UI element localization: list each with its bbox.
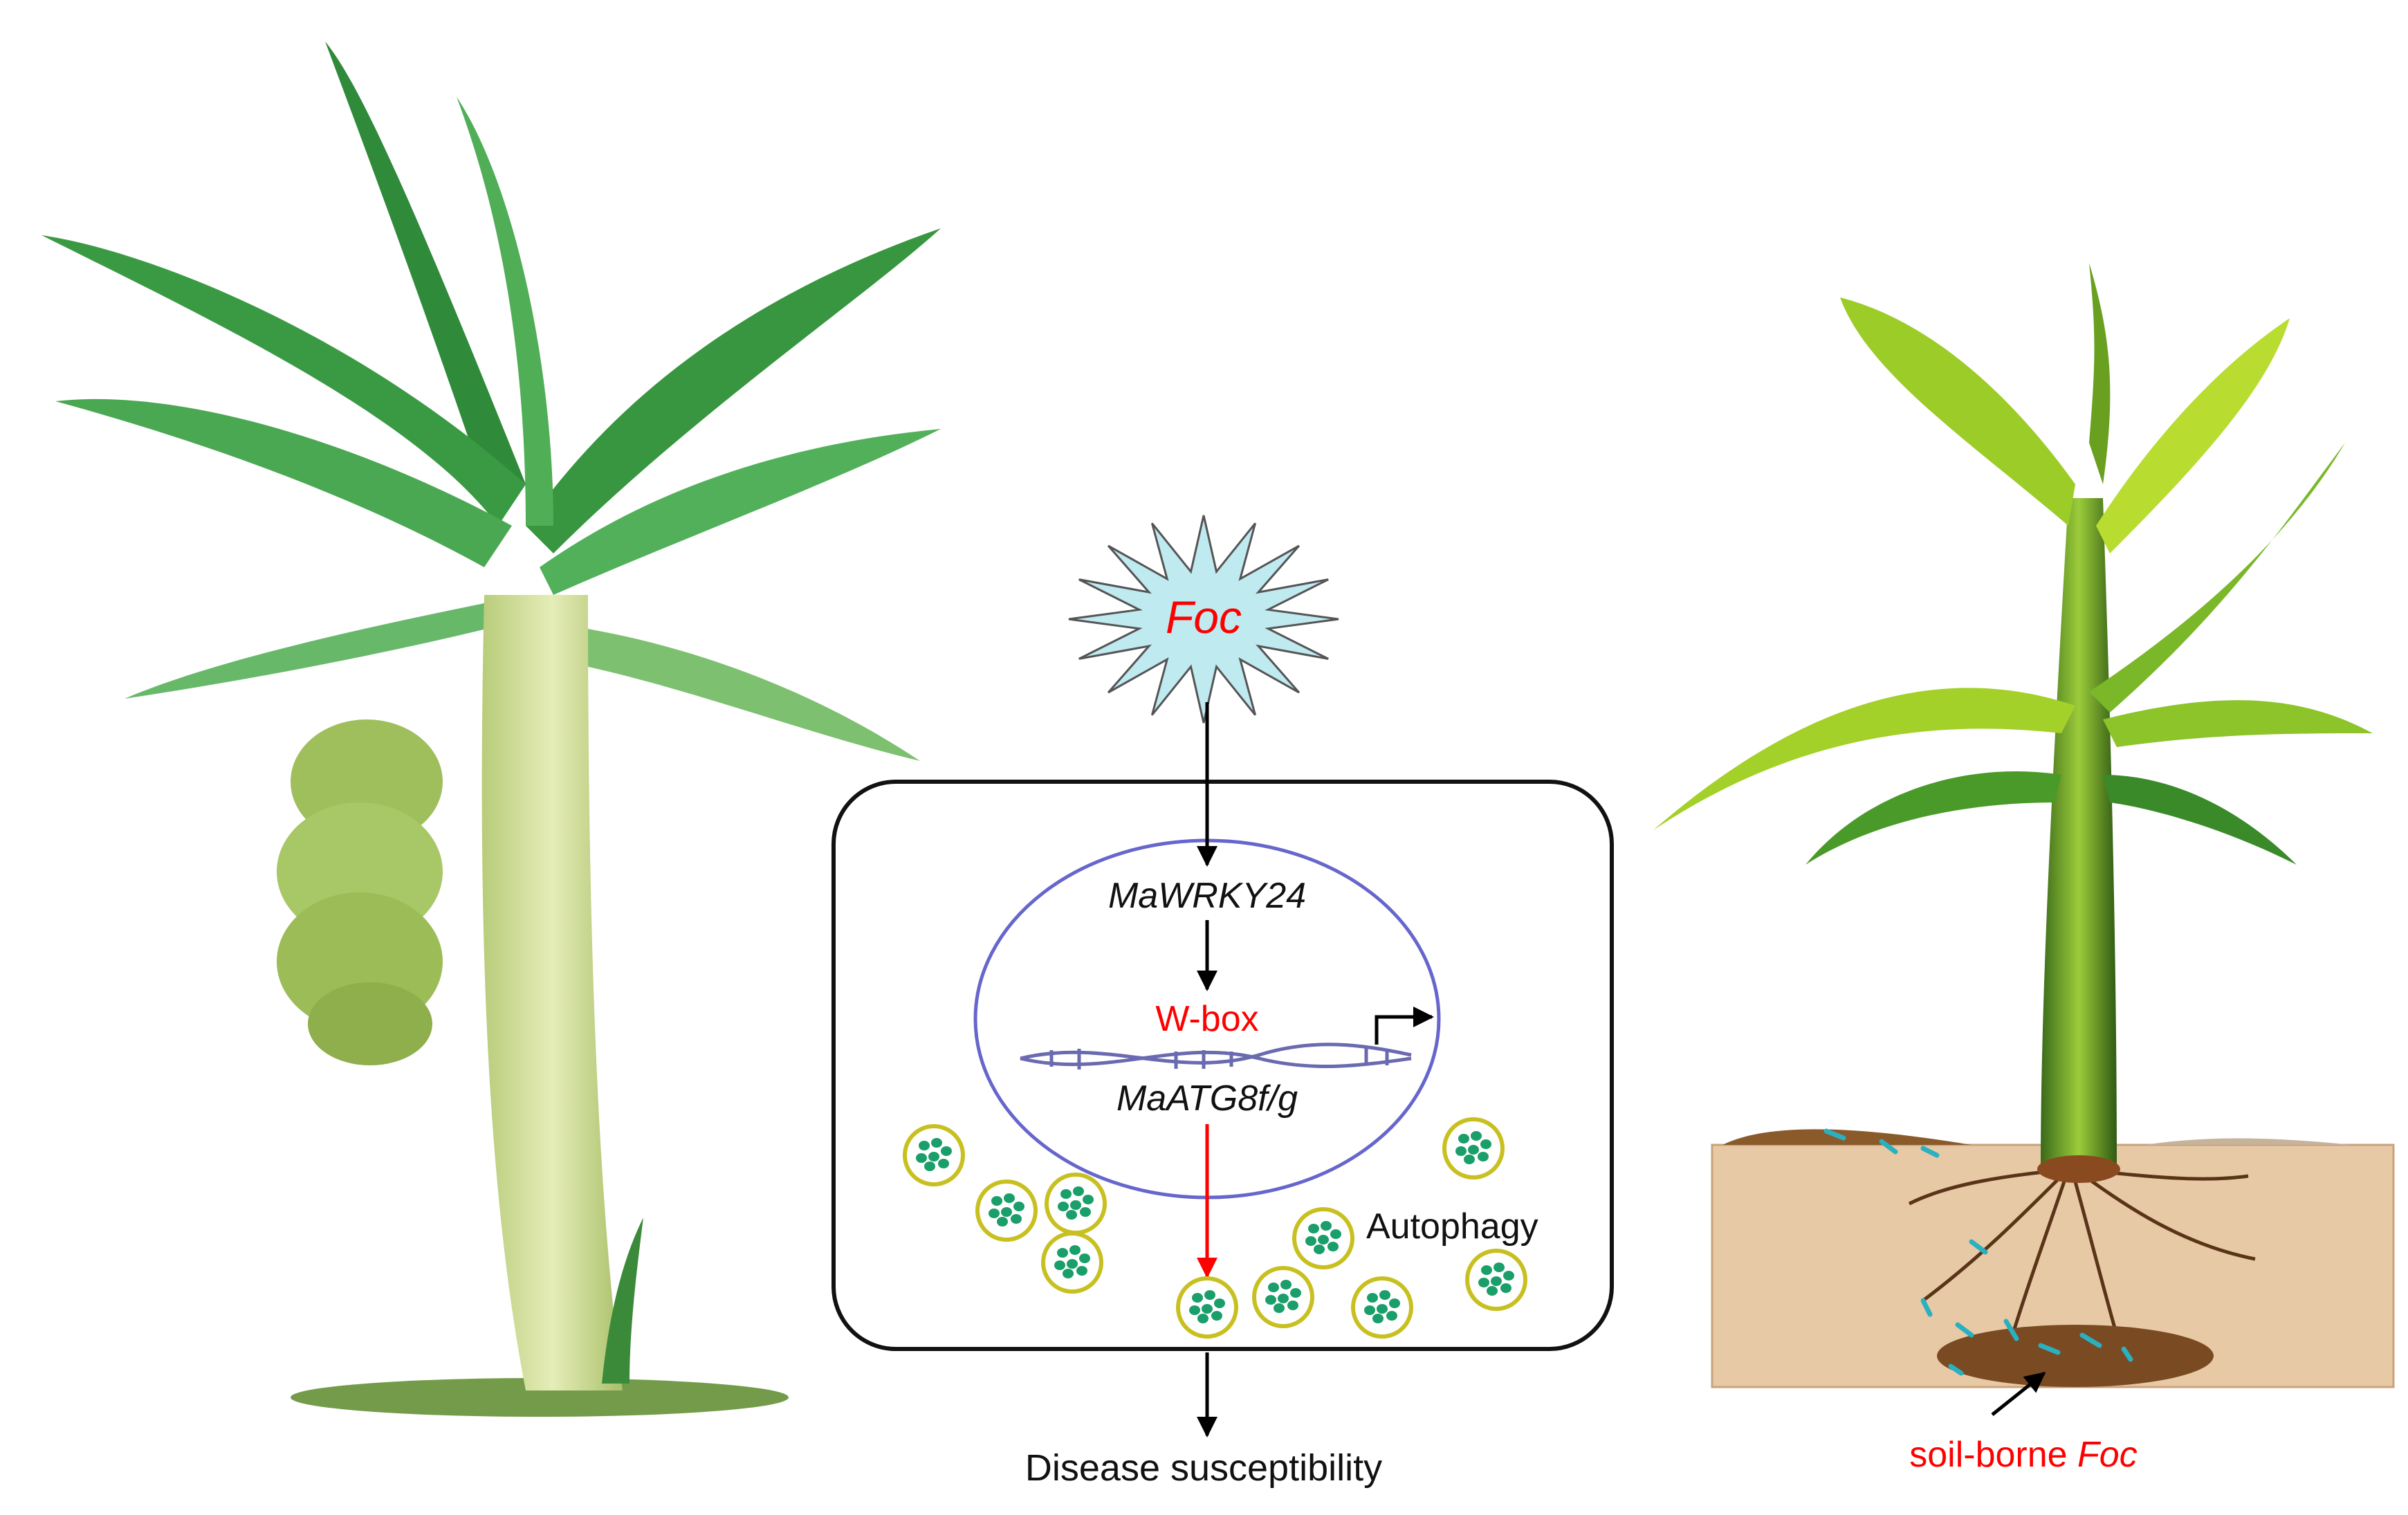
autophagosome <box>1252 1266 1314 1328</box>
autophagosome <box>1176 1276 1238 1339</box>
autophagosome <box>1041 1231 1103 1294</box>
target-gene-label: MaATG8f/g <box>1116 1078 1298 1119</box>
soil-foc-label-organism: Foc <box>2077 1435 2138 1475</box>
autophagosome-group <box>903 1117 1527 1339</box>
cell-boundary <box>831 780 1614 1351</box>
autophagosome <box>903 1124 965 1186</box>
fungal-infection-site <box>1937 1325 2214 1387</box>
soil-foc-label: soil-borne Foc <box>1909 1435 2137 1475</box>
mature-banana-plant <box>42 42 941 1417</box>
pseudostem <box>481 595 623 1390</box>
young-banana-leaves <box>1653 263 2373 865</box>
banana-bunch <box>277 719 443 1065</box>
autophagosome <box>975 1179 1038 1242</box>
autophagosome <box>1465 1249 1527 1311</box>
autophagosome <box>1351 1276 1413 1339</box>
arrow-to-soil-foc <box>1991 1372 2046 1416</box>
foc-spores <box>1823 1128 2133 1376</box>
wbox-label: W-box <box>1155 999 1258 1039</box>
ground-shadow <box>291 1378 789 1417</box>
autophagosome <box>1045 1173 1107 1235</box>
starburst-shape <box>1068 515 1339 724</box>
young-banana-plant-in-soil: soil-borne Foc <box>1653 263 2395 1475</box>
autophagosome <box>1442 1117 1505 1179</box>
outcome-label: Disease susceptibility <box>1025 1447 1382 1489</box>
pathogen-label: Foc <box>1166 591 1242 643</box>
transcription-factor-label: MaWRKY24 <box>1108 876 1306 916</box>
foc-starburst: Foc <box>1068 515 1339 724</box>
soil-surface <box>1722 1129 1972 1145</box>
banana-sucker <box>602 1218 643 1384</box>
transcription-start-arrow <box>1375 1007 1434 1045</box>
dna-helix <box>1020 1043 1412 1069</box>
young-pseudostem <box>2041 498 2117 1169</box>
banana-leaves-left <box>42 42 941 761</box>
process-label: Autophagy <box>1366 1206 1538 1247</box>
soil-foc-label-prefix: soil-borne <box>1909 1435 2077 1475</box>
autophagosome <box>1292 1207 1354 1269</box>
